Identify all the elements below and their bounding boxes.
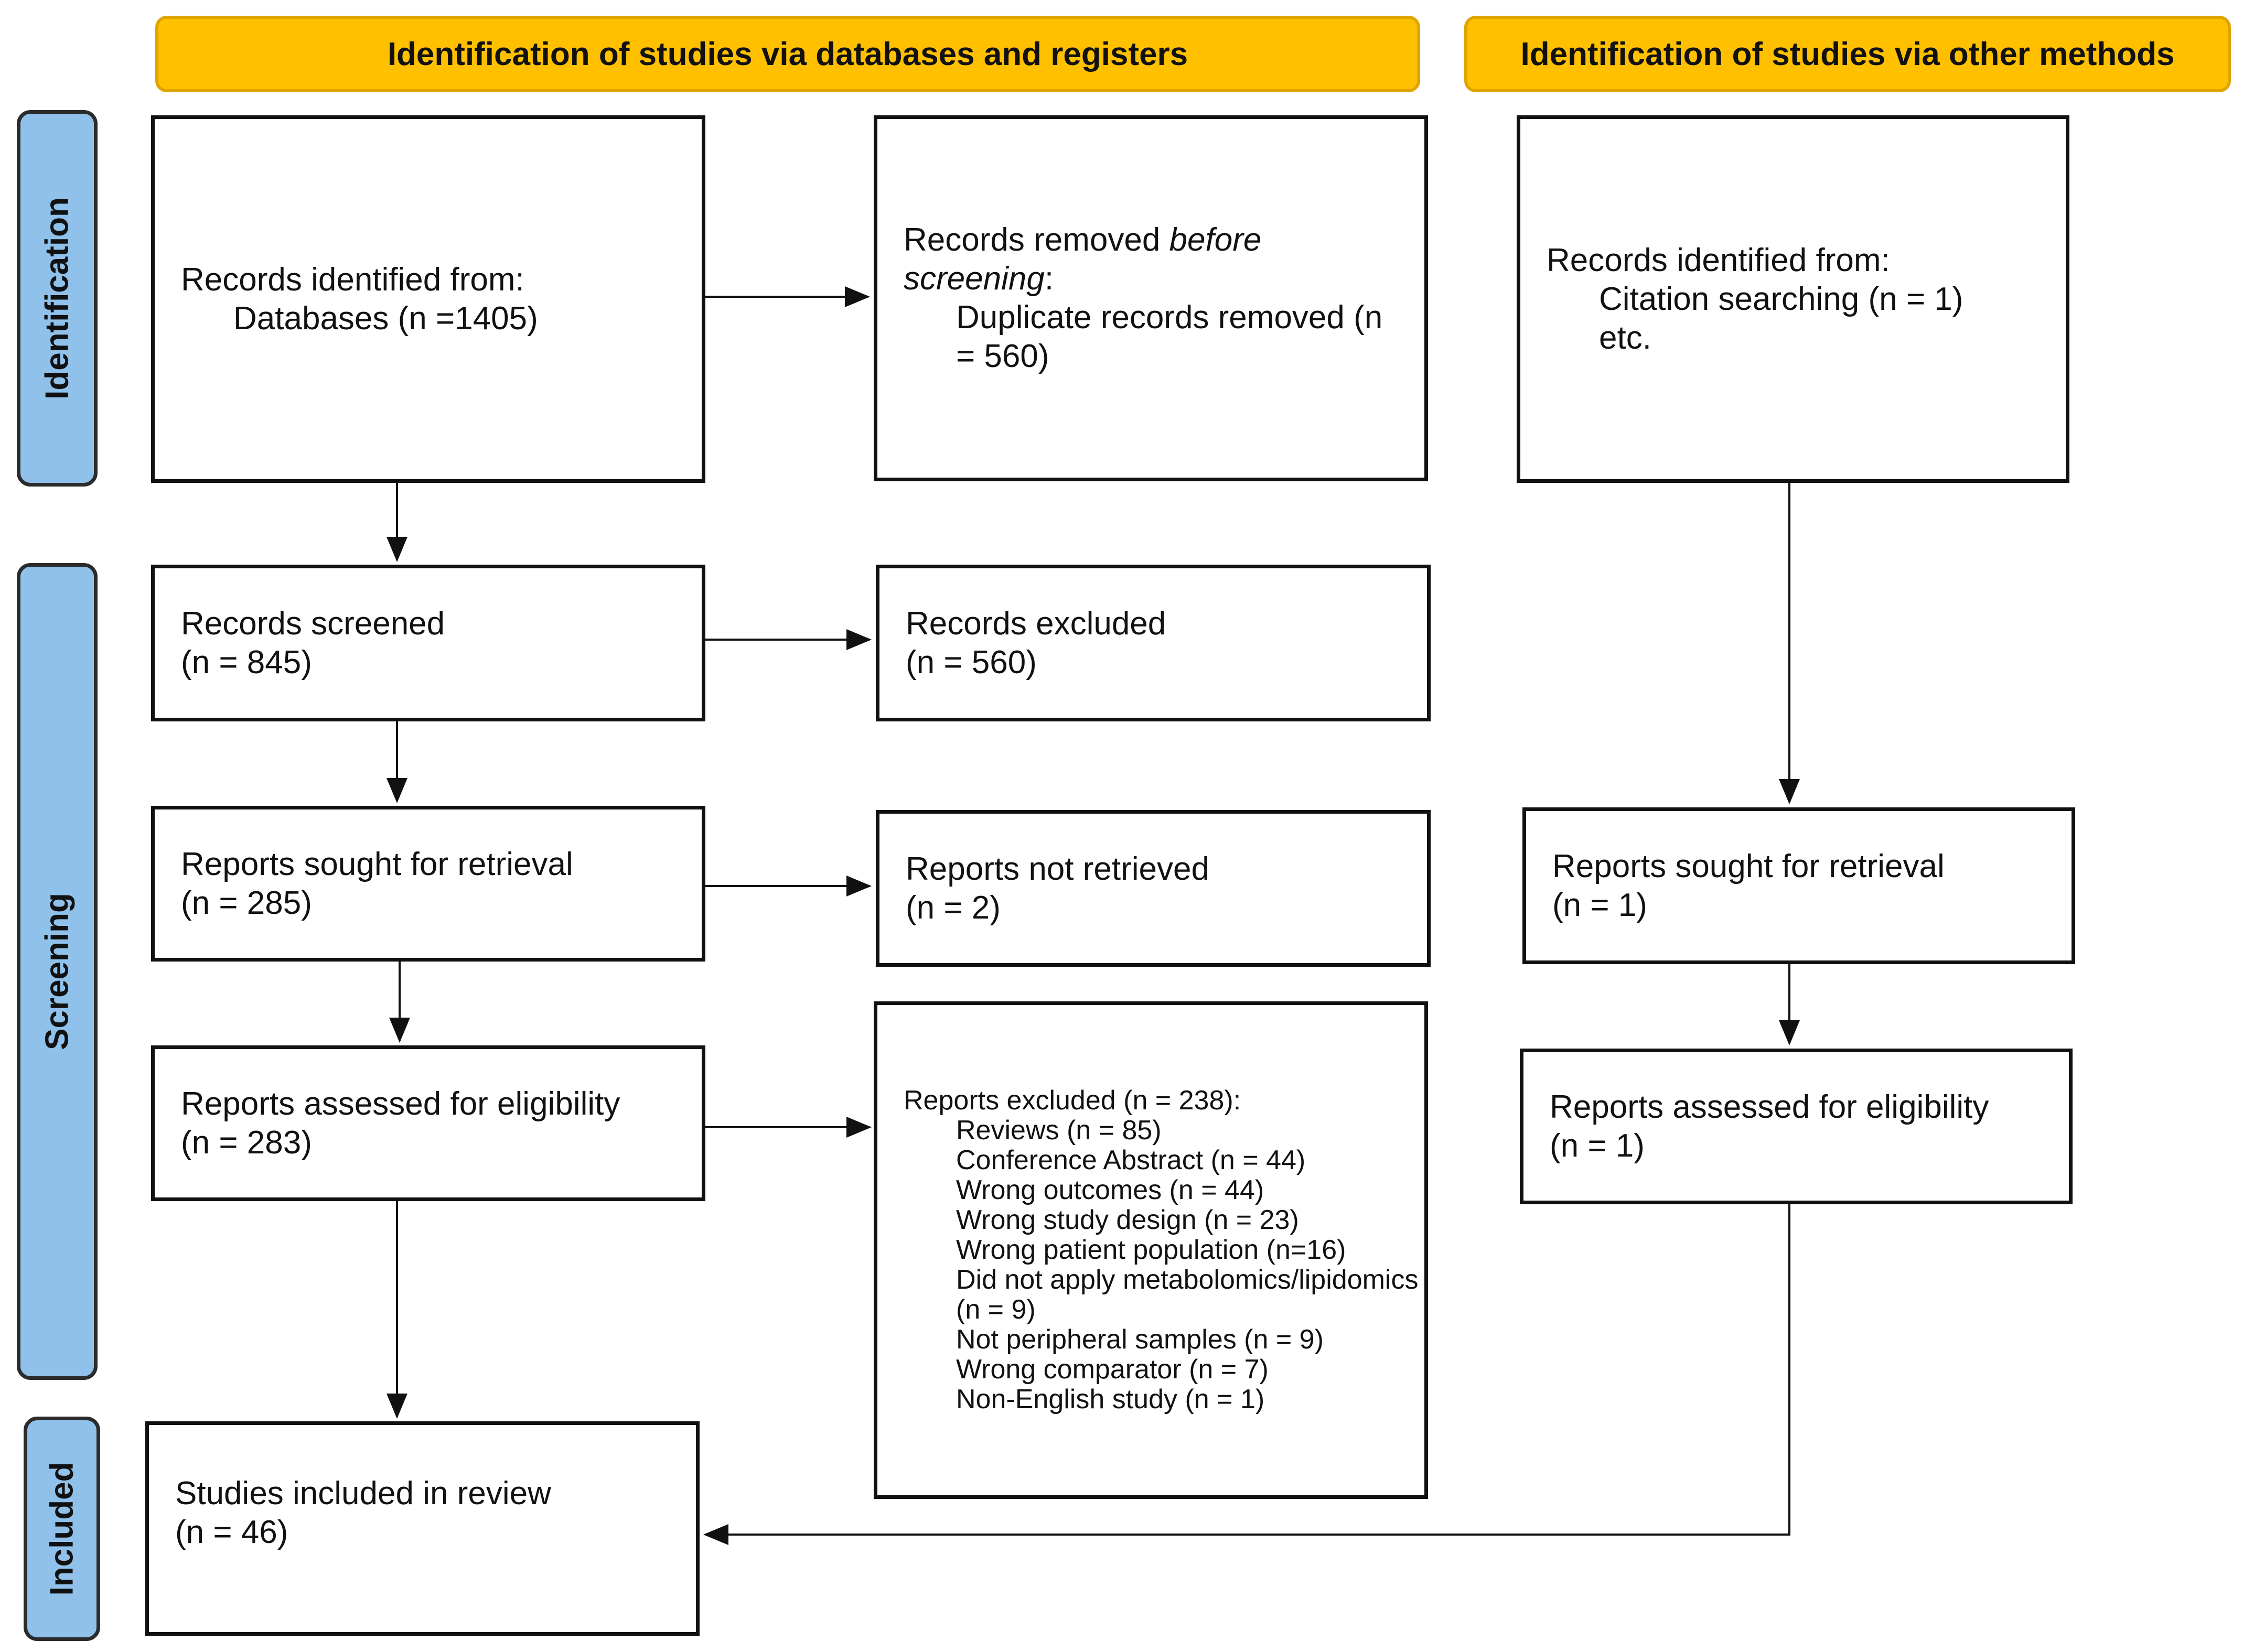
exclusion-reason: Did not apply metabolomics/lipidomics [956,1265,1419,1295]
exclusion-reason: Wrong outcomes (n = 44) [956,1175,1264,1205]
box-line: Records removed before [904,221,1424,260]
phase-included: Included [24,1417,100,1641]
box-line: Reports assessed for eligibility [181,1085,620,1122]
exclusion-reason: Wrong study design (n = 23) [956,1205,1299,1235]
box-line: (n = 46) [175,1514,288,1550]
phase-screening: Screening [17,563,98,1380]
records-screened-box: Records screened (n = 845) [151,565,705,721]
box-line: (n = 2) [906,889,1001,926]
records-identified-other-box: Records identified from: Citation search… [1517,115,2069,483]
reports-assessed-databases-box: Reports assessed for eligibility (n = 28… [151,1045,705,1201]
box-line: Databases (n =1405) [233,300,538,337]
box-line: Reports not retrieved [906,850,1209,887]
box-line: (n = 283) [181,1124,312,1161]
exclusion-reason: Not peripheral samples (n = 9) [956,1324,1324,1355]
box-line: Reports sought for retrieval [1552,848,1945,884]
records-removed-box: Records removed before screening: Duplic… [874,115,1428,481]
header-databases: Identification of studies via databases … [155,16,1420,92]
box-text-italic: before [1169,222,1262,258]
box-line: Records identified from: [1547,242,1890,278]
exclusion-reason: Non-English study (n = 1) [956,1384,1265,1415]
exclusion-reason: Reviews (n = 85) [956,1115,1162,1146]
box-line: etc. [1599,319,1651,356]
header-other-label: Identification of studies via other meth… [1520,36,2175,72]
header-other-methods: Identification of studies via other meth… [1464,16,2231,92]
box-line: = 560) [956,338,1049,374]
box-line: Reports sought for retrieval [181,846,573,882]
box-line: Duplicate records removed (n [956,299,1383,336]
box-line: (n = 560) [906,644,1037,681]
reports-excluded-box: Reports excluded (n = 238): Reviews (n =… [874,1001,1428,1499]
reports-assessed-other-box: Reports assessed for eligibility (n = 1) [1520,1049,2073,1204]
exclusion-reason: (n = 9) [956,1294,1036,1325]
box-line: Reports excluded (n = 238): [904,1085,1241,1116]
box-text: Records removed [904,222,1169,258]
box-line: (n = 285) [181,884,312,921]
studies-included-box: Studies included in review (n = 46) [145,1421,700,1636]
records-excluded-box: Records excluded (n = 560) [876,565,1431,721]
box-line: Studies included in review [175,1475,551,1511]
box-line: (n = 845) [181,644,312,681]
reports-sought-other-box: Reports sought for retrieval (n = 1) [1522,807,2075,964]
box-line: Reports assessed for eligibility [1550,1088,1989,1125]
box-text: : [1044,261,1054,297]
header-databases-label: Identification of studies via databases … [387,36,1188,72]
exclusion-reason: Conference Abstract (n = 44) [956,1145,1306,1175]
box-line: (n = 1) [1550,1127,1645,1164]
box-line: Citation searching (n = 1) [1599,280,1963,317]
box-line: screening: [904,260,1424,298]
box-line: Records screened [181,605,445,642]
exclusion-reason: Wrong comparator (n = 7) [956,1354,1269,1385]
box-line: Records identified from: [181,261,524,298]
records-identified-databases-box: Records identified from: Databases (n =1… [151,115,705,483]
box-line: Records excluded [906,605,1166,642]
phase-identification: Identification [17,110,98,487]
arrow-other-to-included [703,1204,1790,1545]
box-line: (n = 1) [1552,887,1647,923]
reports-sought-databases-box: Reports sought for retrieval (n = 285) [151,806,705,962]
exclusion-reason: Wrong patient population (n=16) [956,1235,1346,1265]
reports-not-retrieved-box: Reports not retrieved (n = 2) [876,810,1431,967]
box-text-italic: screening [904,261,1045,297]
